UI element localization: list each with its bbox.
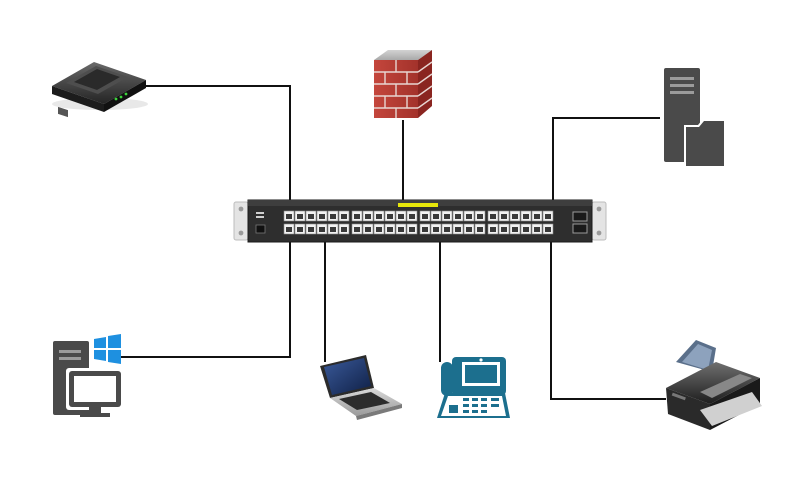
rj45-port-socket	[512, 227, 518, 232]
rj45-port-socket	[523, 227, 529, 232]
rj45-port-socket	[387, 227, 393, 232]
rj45-port-socket	[319, 214, 325, 219]
router-icon	[52, 62, 148, 118]
rj45-port-socket	[398, 214, 404, 219]
phone-handset-icon	[441, 362, 453, 396]
sfp-port-icon	[572, 211, 588, 222]
rj45-port-socket	[286, 214, 292, 219]
rj45-port-socket	[534, 227, 540, 232]
router-led-icon	[114, 97, 118, 101]
rj45-port-socket	[477, 227, 483, 232]
rj45-port-socket	[376, 227, 382, 232]
rj45-port-socket	[341, 214, 347, 219]
rj45-port-socket	[433, 227, 439, 232]
rj45-port-socket	[409, 227, 415, 232]
rj45-port-socket	[330, 214, 336, 219]
phone-keypad-icon	[449, 398, 499, 413]
rj45-port-socket	[341, 227, 347, 232]
rj45-port-socket	[501, 214, 507, 219]
rj45-port-socket	[490, 227, 496, 232]
rj45-port-socket	[444, 214, 450, 219]
ip-phone-icon	[437, 357, 510, 418]
rj45-port-socket	[387, 214, 393, 219]
switch-status-led-icon	[256, 212, 264, 214]
file-server-icon	[664, 68, 724, 166]
rj45-port-socket	[398, 227, 404, 232]
firewall-icon	[374, 50, 433, 118]
rj45-port-socket	[297, 227, 303, 232]
rj45-port-socket	[523, 214, 529, 219]
rj45-port-socket	[422, 214, 428, 219]
switch-screw-icon	[238, 206, 244, 212]
router-led-icon	[119, 95, 123, 99]
laptop-icon	[320, 355, 402, 420]
switch-poe-marker	[398, 203, 438, 207]
rj45-port-socket	[286, 227, 292, 232]
switch-screw-icon	[596, 206, 602, 212]
rj45-port-socket	[365, 214, 371, 219]
rj45-port-socket	[365, 227, 371, 232]
rj45-port-socket	[455, 227, 461, 232]
rj45-port-socket	[501, 227, 507, 232]
link-printer-switch	[550, 227, 666, 400]
sfp-port-icon	[572, 223, 588, 234]
printer-icon	[666, 340, 762, 430]
rj45-port-socket	[444, 227, 450, 232]
rj45-port-socket	[308, 214, 314, 219]
switch-console-port-icon	[255, 224, 266, 234]
rj45-port-socket	[512, 214, 518, 219]
switch-status-led-icon	[256, 216, 264, 218]
link-router-switch	[146, 85, 291, 218]
rj45-port-socket	[409, 214, 415, 219]
windows-pc-icon	[53, 334, 124, 417]
rj45-port-socket	[354, 227, 360, 232]
phone-display-icon	[465, 365, 497, 383]
rj45-port-socket	[455, 214, 461, 219]
link-server-switch	[552, 117, 660, 218]
rj45-port-socket	[466, 227, 472, 232]
router-led-icon	[124, 92, 128, 96]
link-pc-switch	[120, 227, 291, 358]
rj45-port-socket	[534, 214, 540, 219]
switch-port-grid	[283, 210, 554, 235]
rj45-port-socket	[354, 214, 360, 219]
rj45-port-socket	[308, 227, 314, 232]
switch-sfp-uplinks	[572, 211, 588, 234]
rj45-port-socket	[422, 227, 428, 232]
rj45-port-socket	[477, 214, 483, 219]
switch-screw-icon	[238, 230, 244, 236]
switch-screw-icon	[596, 230, 602, 236]
switch-48-port	[233, 199, 607, 243]
rj45-port-socket	[545, 227, 551, 232]
folder-icon	[686, 121, 724, 166]
links	[120, 85, 666, 400]
rj45-port-socket	[490, 214, 496, 219]
rj45-port-socket	[330, 227, 336, 232]
windows-logo-icon	[94, 334, 121, 364]
rj45-port-socket	[319, 227, 325, 232]
rj45-port-socket	[545, 214, 551, 219]
rj45-port-socket	[376, 214, 382, 219]
rj45-port-socket	[297, 214, 303, 219]
rj45-port-socket	[466, 214, 472, 219]
rj45-port-socket	[433, 214, 439, 219]
